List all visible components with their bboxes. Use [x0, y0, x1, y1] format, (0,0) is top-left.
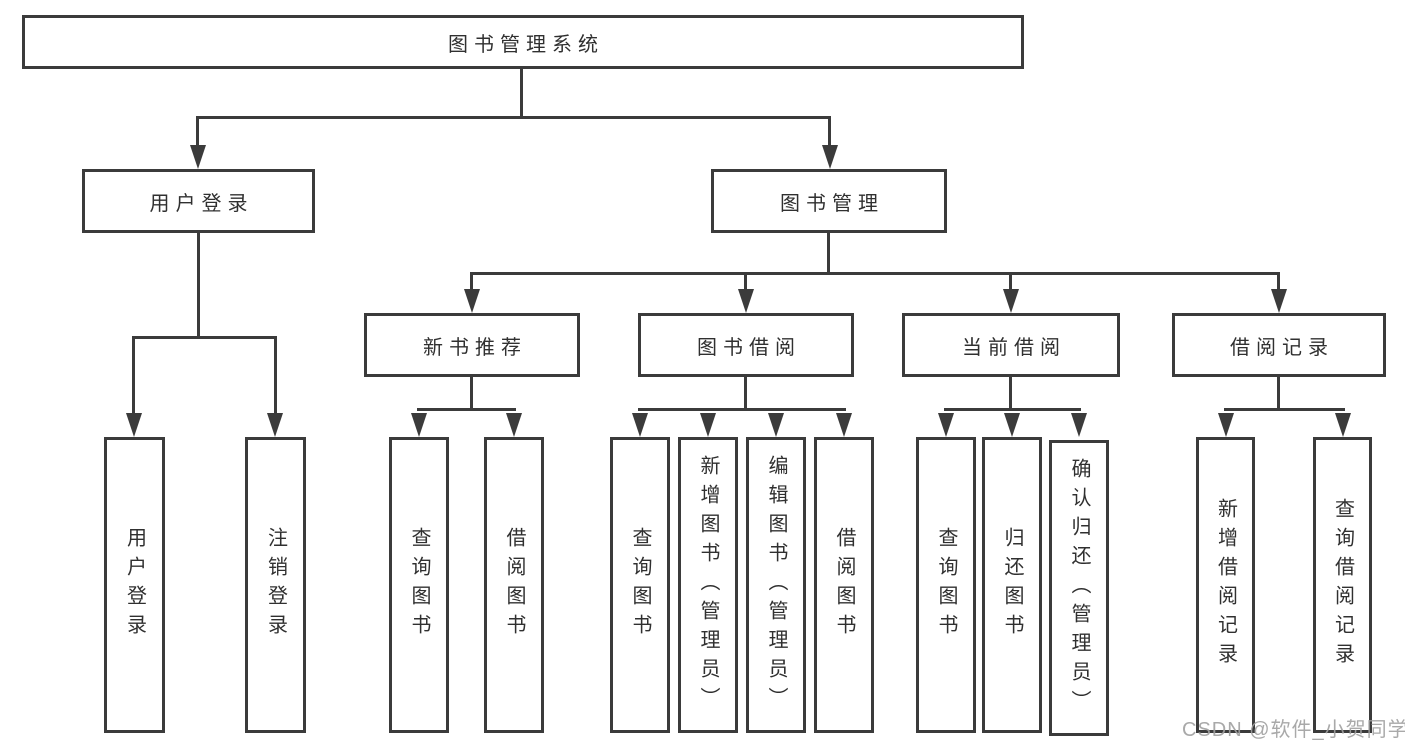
arrow-to-add-record — [1218, 413, 1234, 437]
connector-borrowrecords-bar — [1224, 408, 1345, 411]
arrow-to-confirm-return — [1071, 413, 1087, 437]
connector-userlogin-stub — [197, 233, 200, 339]
connector-userlogin-stem-right — [274, 339, 277, 417]
connector-bookmgmt-stem-1 — [470, 275, 473, 293]
arrow-to-query-record — [1335, 413, 1351, 437]
arrow-to-borrow-records — [1271, 289, 1287, 313]
node-leaf-borrow-book-1: 借阅图书 — [484, 437, 544, 733]
connector-root-stem-left — [196, 119, 199, 149]
connector-root-stub — [520, 69, 523, 116]
node-user-login: 用户登录 — [82, 169, 315, 233]
arrow-to-leaf-user-login — [126, 413, 142, 437]
connector-bookmgmt-stem-4 — [1277, 275, 1280, 293]
node-leaf-user-login: 用户登录 — [104, 437, 165, 733]
arrow-to-edit-book — [768, 413, 784, 437]
arrow-to-add-book — [700, 413, 716, 437]
arrow-to-return-book — [1004, 413, 1020, 437]
connector-userlogin-stem-left — [132, 339, 135, 417]
connector-bookmgmt-bar — [470, 272, 1280, 275]
node-book-borrow: 图书借阅 — [638, 313, 854, 377]
leaf-label: 归还图书 — [1001, 527, 1023, 643]
leaf-label: 借阅图书 — [833, 527, 855, 643]
connector-bookmgmt-stub — [827, 233, 830, 275]
arrow-to-query-book-1 — [411, 413, 427, 437]
leaf-label: 查询图书 — [408, 527, 430, 643]
connector-bookborrow-stub — [744, 377, 747, 411]
node-current-borrow: 当前借阅 — [902, 313, 1120, 377]
connector-newbookrec-stub — [470, 377, 473, 411]
node-leaf-query-book-1: 查询图书 — [389, 437, 449, 733]
connector-userlogin-bar — [132, 336, 277, 339]
node-leaf-query-record: 查询借阅记录 — [1313, 437, 1372, 733]
leaf-label: 借阅图书 — [503, 527, 525, 643]
arrow-to-book-borrow — [738, 289, 754, 313]
leaf-label: 查询借阅记录 — [1331, 498, 1354, 672]
arrow-to-user-login — [190, 145, 206, 169]
node-leaf-query-book-3: 查询图书 — [916, 437, 976, 733]
node-leaf-add-book: 新增图书（管理员） — [678, 437, 738, 733]
arrow-to-current-borrow — [1003, 289, 1019, 313]
leaf-label: 新增借阅记录 — [1214, 498, 1237, 672]
connector-newbookrec-bar — [417, 408, 516, 411]
connector-bookmgmt-stem-3 — [1009, 275, 1012, 293]
leaf-label: 新增图书（管理员） — [697, 454, 719, 716]
leaf-label: 用户登录 — [123, 527, 146, 643]
arrow-to-borrow-book-2 — [836, 413, 852, 437]
node-leaf-borrow-book-2: 借阅图书 — [814, 437, 874, 733]
arrow-to-new-book-rec — [464, 289, 480, 313]
node-leaf-add-record: 新增借阅记录 — [1196, 437, 1255, 733]
leaf-label: 编辑图书（管理员） — [765, 454, 787, 716]
connector-bookmgmt-stem-2 — [744, 275, 747, 293]
connector-borrowrecords-stub — [1277, 377, 1280, 411]
leaf-label: 查询图书 — [935, 527, 957, 643]
leaf-label: 查询图书 — [629, 527, 651, 643]
connector-root-bar — [196, 116, 831, 119]
node-leaf-confirm-return: 确认归还（管理员） — [1049, 440, 1109, 736]
node-book-mgmt: 图书管理 — [711, 169, 947, 233]
arrow-to-book-mgmt — [822, 145, 838, 169]
node-borrow-records: 借阅记录 — [1172, 313, 1386, 377]
node-leaf-query-book-2: 查询图书 — [610, 437, 670, 733]
arrow-to-leaf-logout — [267, 413, 283, 437]
node-new-book-rec: 新书推荐 — [364, 313, 580, 377]
connector-bookborrow-bar — [638, 408, 846, 411]
connector-currentborrow-bar — [944, 408, 1081, 411]
connector-root-stem-right — [828, 119, 831, 149]
arrow-to-query-book-3 — [938, 413, 954, 437]
arrow-to-borrow-book-1 — [506, 413, 522, 437]
node-leaf-return-book: 归还图书 — [982, 437, 1042, 733]
node-library-system: 图书管理系统 — [22, 15, 1024, 69]
leaf-label: 注销登录 — [264, 527, 287, 643]
arrow-to-query-book-2 — [632, 413, 648, 437]
node-leaf-edit-book: 编辑图书（管理员） — [746, 437, 806, 733]
node-leaf-logout: 注销登录 — [245, 437, 306, 733]
csdn-watermark: CSDN @软件_小贺同学 — [1182, 719, 1405, 741]
connector-currentborrow-stub — [1009, 377, 1012, 411]
leaf-label: 确认归还（管理员） — [1068, 457, 1090, 719]
